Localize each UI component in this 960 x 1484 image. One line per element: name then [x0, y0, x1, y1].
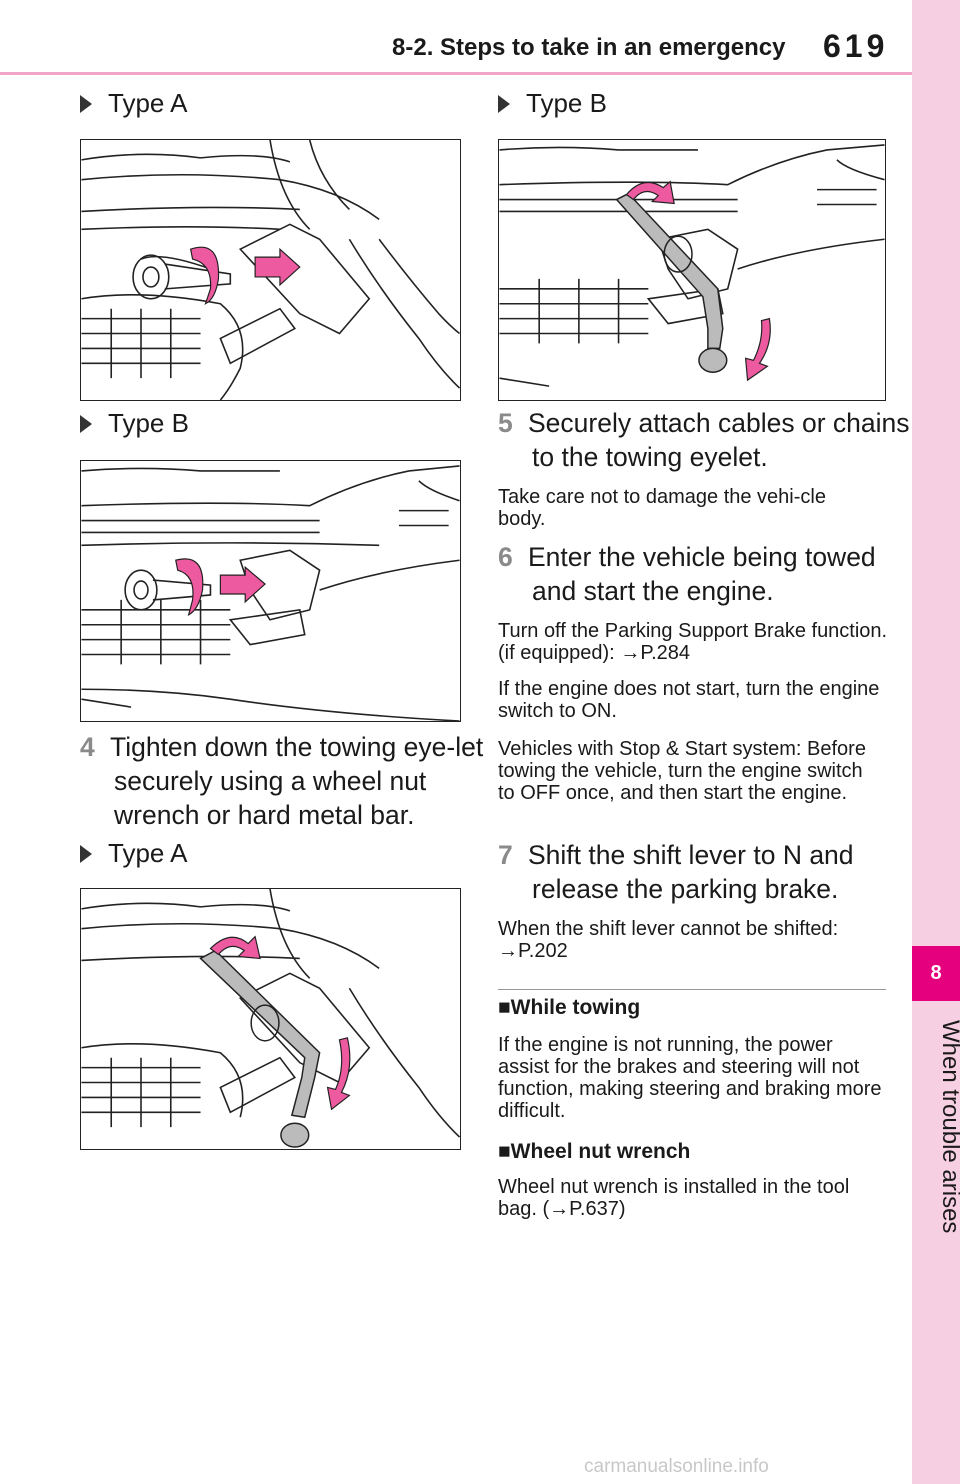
step-number: 4 — [80, 732, 95, 762]
note-text: Wheel nut wrench is installed in the too… — [498, 1176, 850, 1220]
illustration-wrench-b — [499, 144, 885, 387]
figure-type-a-install-eyelet — [80, 139, 461, 401]
wheel-nut-wrench-heading: ■Wheel nut wrench — [498, 1140, 691, 1163]
type-b-text: Type B — [526, 88, 607, 118]
wheel-nut-wrench-text: Wheel nut wrench is installed in the too… — [498, 1176, 888, 1220]
section-title: 8-2. Steps to take in an emergency — [392, 34, 786, 61]
step-5-note: Take care not to damage the vehi-cle bod… — [498, 486, 826, 530]
triangle-bullet-icon — [80, 94, 92, 113]
type-b-label: Type B — [80, 408, 189, 439]
step-6-note-engine-switch: If the engine does not start, turn the e… — [498, 678, 880, 722]
page-number: 619 — [823, 28, 889, 64]
step-text: Tighten down the towing eye-let securely… — [110, 732, 484, 830]
page-reference-link[interactable]: P.284 — [640, 642, 690, 664]
step-6-note-parking-support: Turn off the Parking Support Brake funct… — [498, 620, 888, 664]
triangle-bullet-icon — [80, 844, 92, 863]
step-6-note-stop-start: Vehicles with Stop & Start system: Befor… — [498, 738, 866, 804]
section-divider — [498, 989, 886, 990]
step-text: Enter the vehicle being towed and start … — [528, 542, 876, 606]
step-text: Shift the shift lever to N and release t… — [528, 840, 854, 904]
type-b-label: Type B — [498, 88, 607, 119]
triangle-bullet-icon — [498, 94, 510, 113]
while-towing-text: If the engine is not running, the power … — [498, 1034, 882, 1122]
note-text: Turn off the Parking Support Brake funct… — [498, 620, 888, 664]
while-towing-heading: ■While towing — [498, 996, 641, 1019]
right-arrow-icon: → — [498, 940, 518, 962]
step-number: 6 — [498, 542, 513, 572]
step-7: 7 Shift the shift lever to N and release … — [498, 838, 927, 906]
figure-type-b-tighten-eyelet — [498, 139, 886, 401]
illustration-wrench-a — [81, 889, 460, 1148]
note-text-end: ) — [618, 1198, 626, 1220]
right-arrow-icon: → — [620, 642, 641, 664]
figure-type-a-tighten-eyelet — [80, 888, 461, 1150]
page-reference-link[interactable]: P.202 — [518, 940, 568, 962]
triangle-bullet-icon — [80, 414, 92, 433]
illustration-bumper-eyelet-a — [81, 140, 460, 400]
step-number: 7 — [498, 840, 513, 870]
type-b-text: Type B — [108, 408, 189, 438]
page-reference-link[interactable]: P.637 — [569, 1198, 619, 1220]
chapter-number: 8 — [912, 946, 960, 1001]
figure-type-b-install-eyelet — [80, 460, 461, 722]
step-6: 6 Enter the vehicle being towed and start… — [498, 540, 927, 608]
header-rule — [0, 72, 912, 75]
illustration-bumper-eyelet-b — [81, 465, 460, 721]
step-7-note: When the shift lever cannot be shifted: … — [498, 918, 858, 962]
type-a-text: Type A — [108, 838, 188, 868]
watermark: carmanualsonline.info — [584, 1456, 769, 1477]
right-arrow-icon: → — [549, 1198, 570, 1220]
note-text: When the shift lever cannot be shifted: — [498, 918, 839, 940]
step-text: Securely attach cables or chains to the … — [528, 408, 910, 472]
type-a-label: Type A — [80, 838, 188, 869]
chapter-label: When trouble arises — [937, 1020, 960, 1234]
type-a-label: Type A — [80, 88, 188, 119]
step-number: 5 — [498, 408, 513, 438]
step-4: 4 Tighten down the towing eye-let securel… — [80, 730, 504, 832]
step-5: 5 Securely attach cables or chains to the… — [498, 406, 927, 474]
chapter-side-tab — [912, 0, 960, 1484]
type-a-text: Type A — [108, 88, 188, 118]
